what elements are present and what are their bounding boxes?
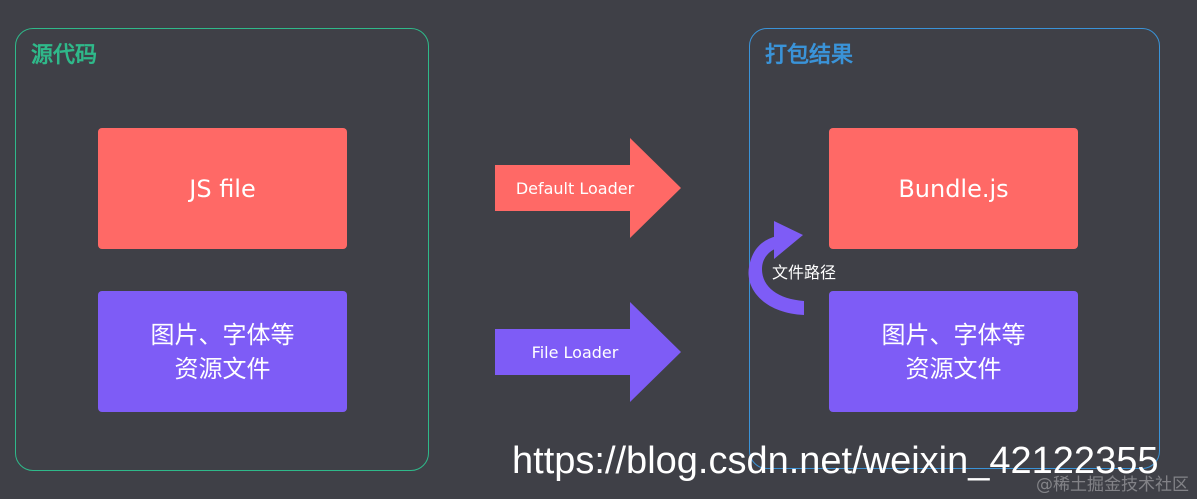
output-assets-label: 图片、字体等 资源文件 [881,320,1026,383]
bundle-result-title: 打包结果 [765,43,854,68]
default-loader-label: Default Loader [515,178,635,198]
source-code-title: 源代码 [31,43,98,68]
csdn-url-watermark: https://blog.csdn.net/weixin_42122355 [512,440,1159,482]
js-file-box: JS file [98,128,347,249]
js-file-label: JS file [189,174,256,203]
source-code-frame: 源代码 [15,28,429,471]
output-assets-box: 图片、字体等 资源文件 [829,291,1078,412]
default-loader-arrow-shape [495,138,681,238]
bundle-js-box: Bundle.js [829,128,1078,249]
file-path-label: 文件路径 [772,263,837,282]
file-path-curved-arrow-icon [748,221,804,315]
file-loader-arrow-shape [495,302,681,402]
file-loader-label: File Loader [531,342,619,362]
bundle-js-label: Bundle.js [898,174,1009,203]
source-assets-box: 图片、字体等 资源文件 [98,291,347,412]
juejin-watermark: @稀土掘金技术社区 [1036,475,1189,495]
bundle-result-frame: 打包结果 [749,28,1160,469]
default-loader-arrow: Default Loader [495,138,681,238]
file-loader-arrow: File Loader [495,302,681,402]
source-assets-label: 图片、字体等 资源文件 [150,320,295,383]
